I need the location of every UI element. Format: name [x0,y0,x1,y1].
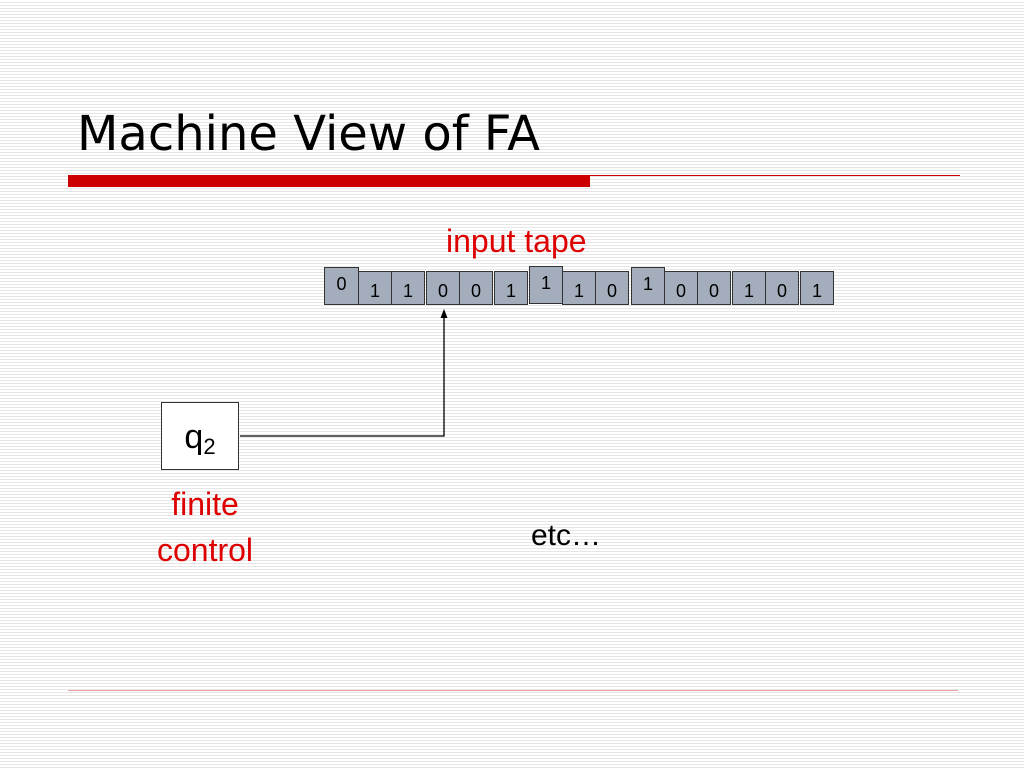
title-rule [590,175,960,176]
tape-cell: 1 [631,267,665,305]
state-name: q [184,418,204,456]
state-subscript: 2 [203,434,216,459]
tape-cell: 1 [732,271,766,305]
tape-cell: 0 [426,271,460,305]
read-head-line [240,318,445,437]
tape-cell: 0 [664,271,698,305]
tape-cell: 1 [358,271,392,305]
tape-cell: 0 [595,271,629,305]
tape-cell: 0 [324,267,359,305]
footer-rule [68,690,958,691]
tape-cell: 1 [391,271,425,305]
finite-control-label: finite control [156,486,254,568]
input-tape-label: input tape [446,223,587,259]
read-head-arrowhead [440,309,448,318]
tape-cell: 1 [800,271,834,305]
tape-cell: 1 [562,271,596,305]
title-accent-bar [68,175,590,187]
tape-cell: 0 [459,271,493,305]
slide-title: Machine View of FA [77,106,540,162]
tape-cell: 1 [529,266,563,304]
etc-text: etc… [531,519,602,552]
tape-cell: 1 [494,271,528,305]
current-state: q2 [162,417,238,459]
tape-cell: 0 [697,271,731,305]
finite-control-box: q2 [161,402,239,470]
tape-cell: 0 [765,271,799,305]
